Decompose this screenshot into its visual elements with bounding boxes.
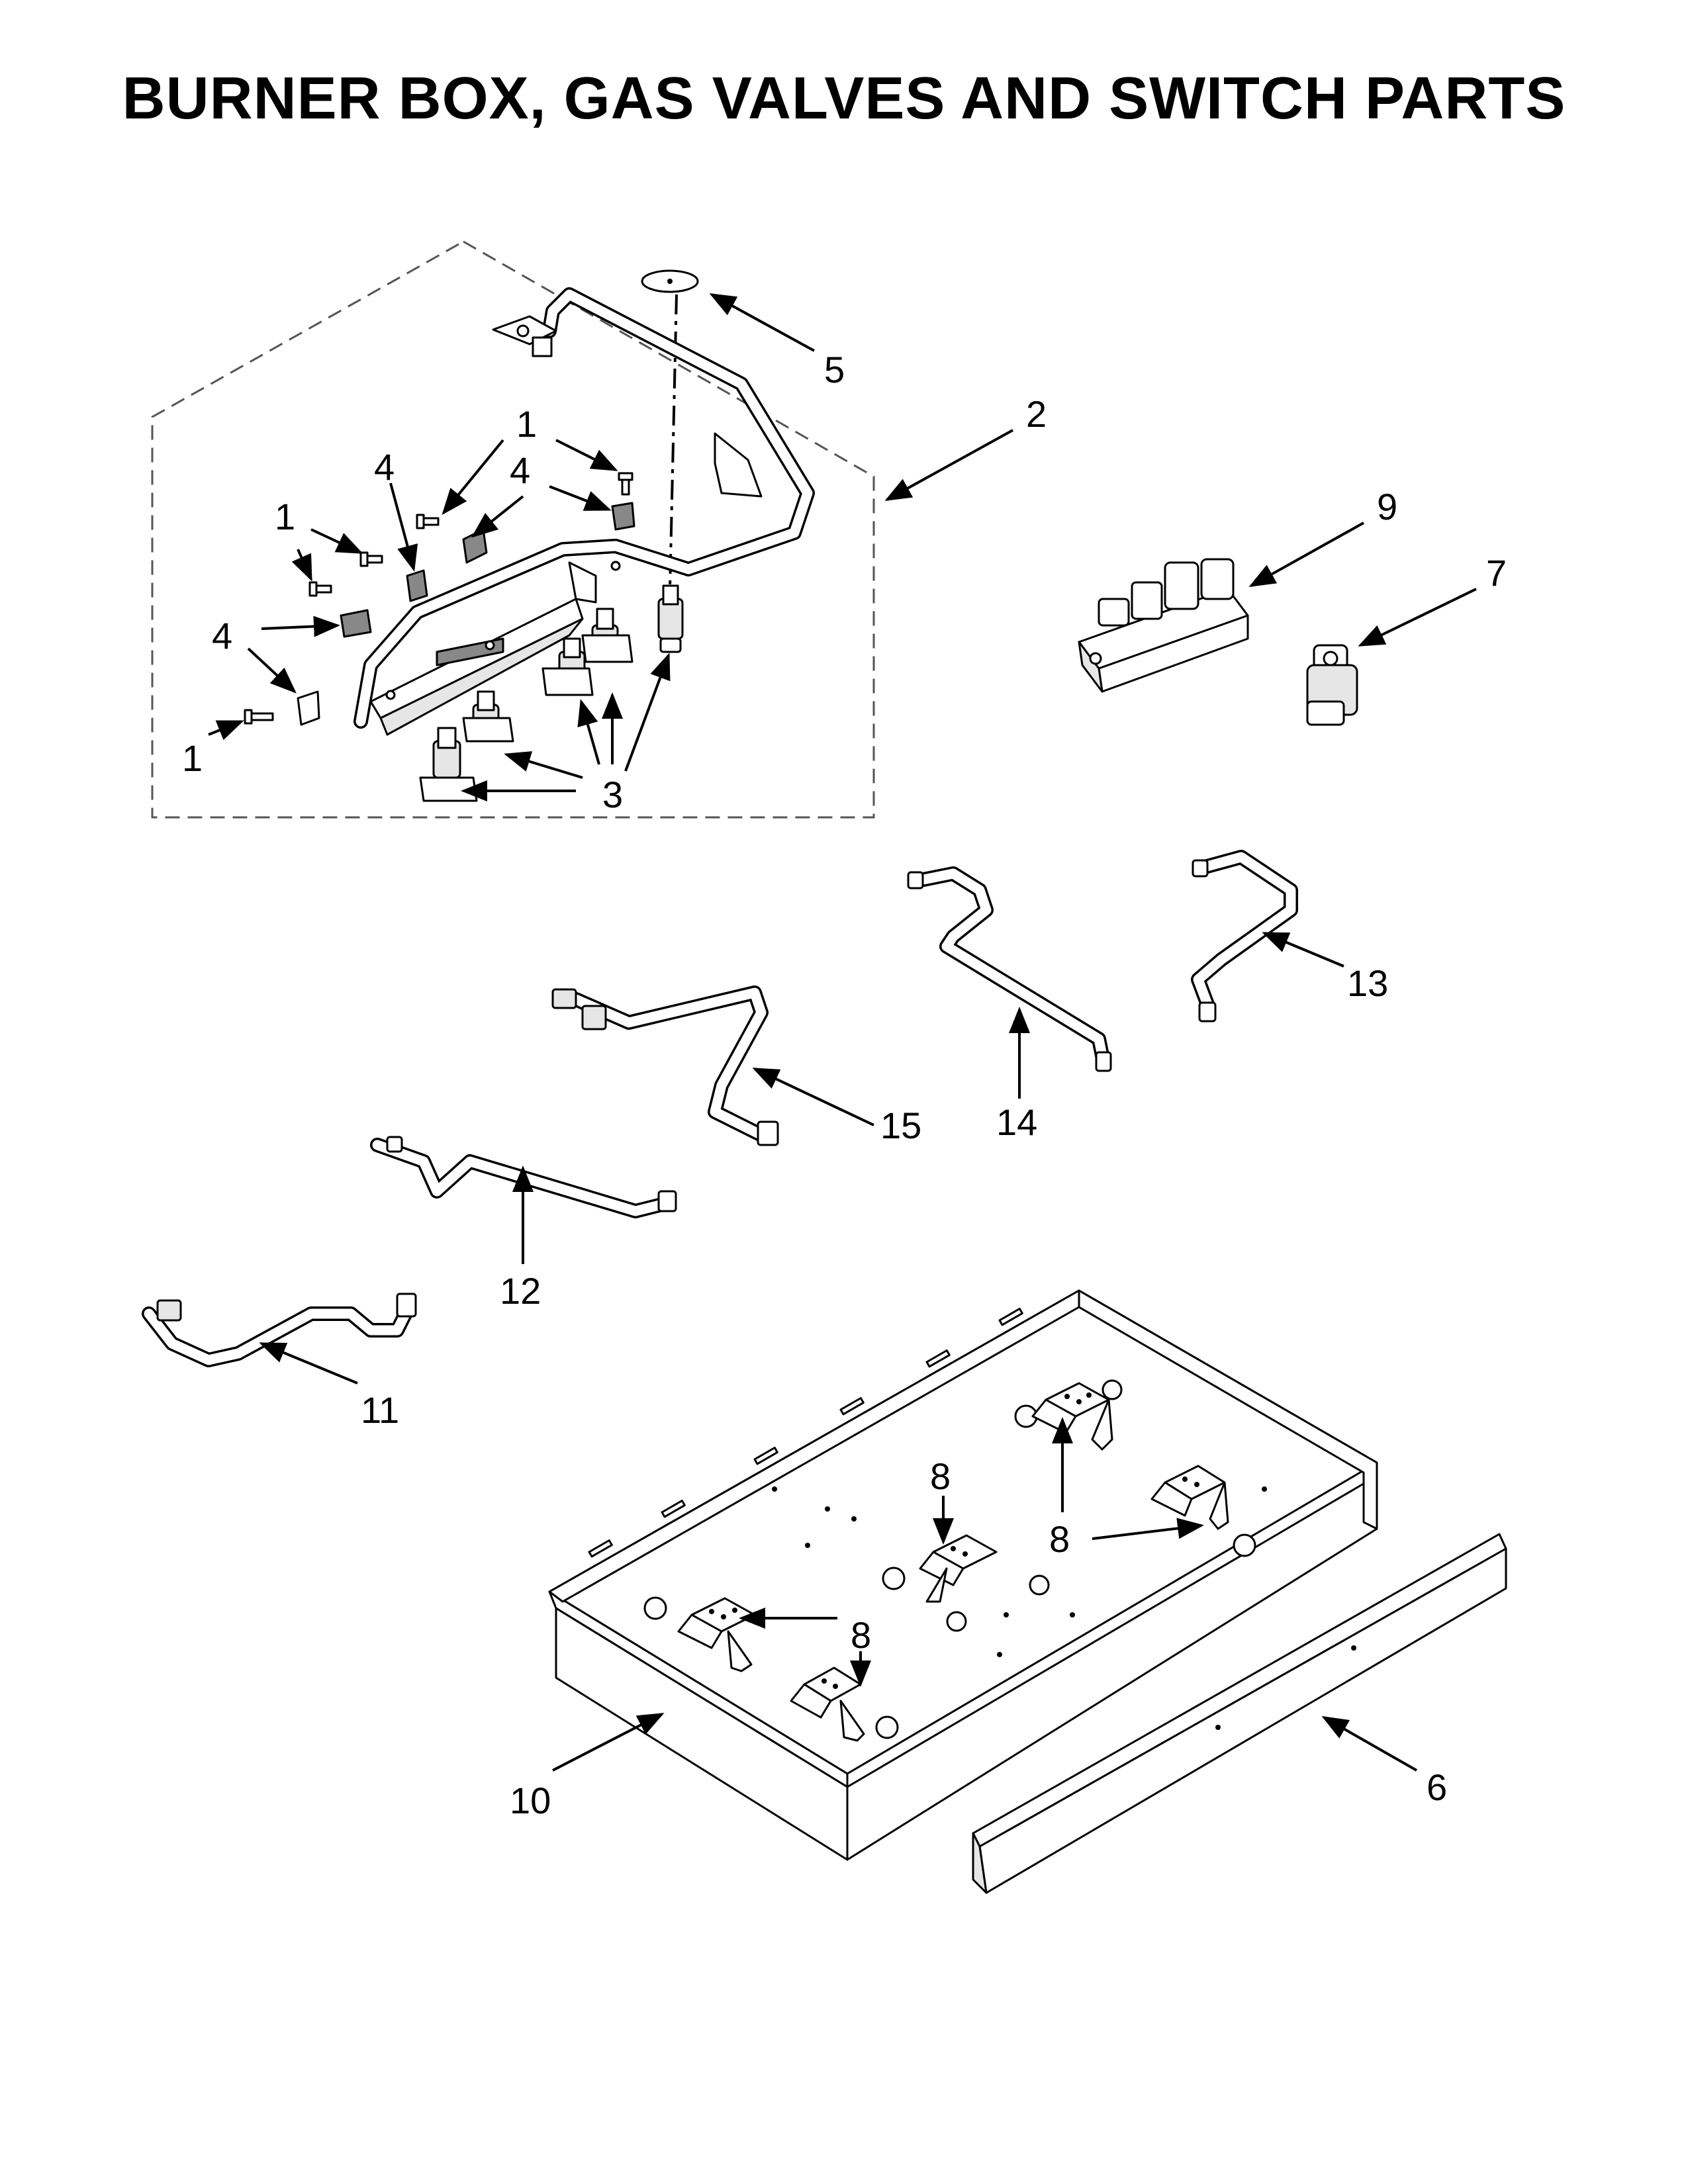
screw-1b[interactable] [416,514,440,529]
part-14-gas-tube[interactable] [907,866,1112,1072]
callout-3: 3 [602,774,623,815]
callout-1-top: 1 [516,403,537,445]
callout-6: 6 [1427,1766,1447,1808]
part-5-orifice-disc[interactable] [641,269,699,590]
callout-7: 7 [1486,552,1507,594]
screw-1e[interactable] [244,709,274,725]
part-2-gas-manifold[interactable] [353,287,815,736]
callout-1-left: 1 [275,496,295,537]
clip-4e [297,690,320,726]
part-15-gas-tube[interactable] [551,985,779,1146]
gas-valve-2[interactable] [462,690,514,743]
part-4-clips[interactable] [297,502,635,726]
callout-labels: 5 2 1 4 4 1 4 1 3 9 7 13 14 15 12 11 8 8… [182,349,1507,1821]
part-12-gas-tube[interactable] [370,1136,677,1218]
screw-1a[interactable] [618,472,633,496]
callout-10: 10 [510,1780,551,1821]
burner-box-outline [151,240,875,819]
gas-valve-5[interactable] [657,584,684,653]
callout-9: 9 [1377,486,1397,527]
part-1-screws[interactable] [244,472,633,725]
part-7-regulator[interactable] [1306,644,1358,726]
callout-11: 11 [361,1389,399,1431]
screw-1c[interactable] [359,551,383,567]
callout-5: 5 [824,349,845,390]
callout-4-top-left: 4 [374,446,395,488]
callout-15: 15 [880,1105,921,1146]
callout-13: 13 [1347,962,1388,1004]
part-6-front-trim[interactable] [972,1533,1507,1894]
bracket-8b[interactable] [1150,1465,1229,1530]
callout-4-left: 4 [212,615,232,657]
bracket-8d[interactable] [677,1597,756,1672]
callout-1-bottom: 1 [182,737,203,779]
bracket-8c[interactable] [919,1534,998,1603]
part-11-gas-tube[interactable] [142,1293,417,1367]
callout-8-right: 8 [1049,1518,1070,1560]
part-13-gas-tube[interactable] [1191,850,1298,1023]
callout-2: 2 [1026,393,1047,435]
callout-12: 12 [500,1270,541,1312]
part-10-burner-box-pan[interactable] [548,1289,1378,1861]
clip-4c [406,569,428,602]
callout-8-bottom: 8 [851,1614,871,1656]
gas-valve-3[interactable] [541,637,594,696]
part-9-spark-module[interactable] [1078,558,1249,693]
callout-14: 14 [996,1101,1037,1143]
callout-8-top: 8 [930,1455,951,1497]
clip-4d [340,609,372,638]
page-title: BURNER BOX, GAS VALVES AND SWITCH PARTS [122,66,1566,132]
clip-4a [611,502,635,531]
leader-lines [208,293,1477,1772]
screw-1d[interactable] [308,581,332,597]
gas-valve-4[interactable] [581,608,633,663]
callout-4-top-right: 4 [510,449,530,491]
